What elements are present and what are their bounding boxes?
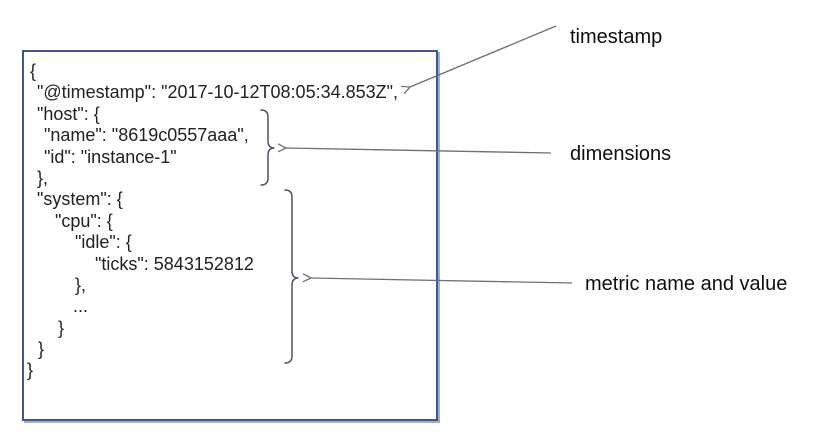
json-line: } [38, 339, 45, 360]
json-line: "cpu": { [55, 210, 113, 231]
json-line: } [58, 317, 65, 338]
dimensions-label: dimensions [570, 143, 672, 165]
json-line: "id": "instance-1" [44, 146, 177, 167]
json-line: }, [75, 274, 87, 295]
json-line: "idle": { [75, 232, 132, 253]
json-line: "ticks": 5843152812 [95, 253, 254, 274]
json-line: } [27, 360, 34, 381]
json-line: }, [37, 167, 49, 188]
json-line: "@timestamp": "2017-10-12T08:05:34.853Z"… [37, 82, 399, 103]
json-line: { [30, 61, 37, 81]
json-line: ... [73, 296, 89, 317]
json-line: "name": "8619c0557aaa", [44, 125, 249, 146]
json-line: "system": { [37, 189, 123, 210]
json-line: "host": { [37, 103, 100, 124]
json-document-box: {"@timestamp": "2017-10-12T08:05:34.853Z… [22, 50, 438, 421]
timestamp-label: timestamp [570, 26, 663, 48]
metric-label: metric name and value [585, 273, 788, 295]
json-lines: {"@timestamp": "2017-10-12T08:05:34.853Z… [24, 52, 436, 382]
